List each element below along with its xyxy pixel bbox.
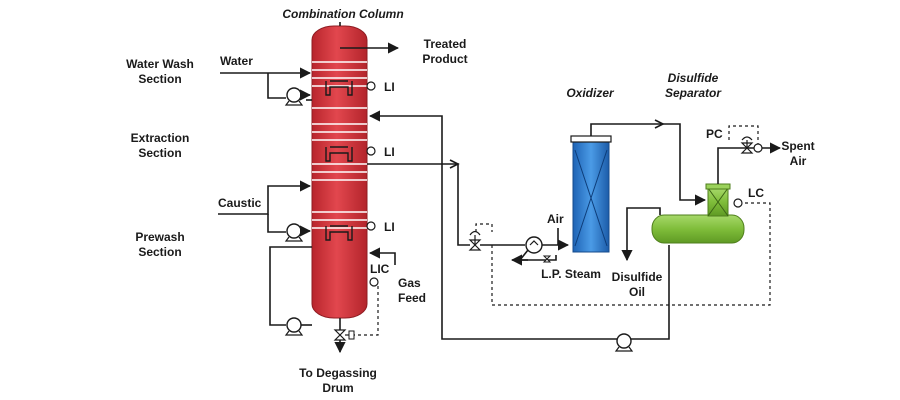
extraction-label-line2: Section — [138, 146, 181, 160]
steam-heater — [525, 236, 543, 254]
level-controller: LC — [733, 186, 764, 208]
level-indicator-bottom: LI — [366, 220, 395, 234]
pressure-control-valve — [740, 136, 763, 154]
bottom-control-valve — [333, 329, 355, 341]
water-wash-label-line1: Water Wash — [126, 57, 194, 71]
svg-text:LC: LC — [748, 186, 764, 200]
combination-column — [311, 25, 368, 319]
pump-caustic — [284, 223, 304, 242]
disulfide-separator — [651, 183, 745, 244]
oxidizer-vessel — [570, 135, 612, 253]
treated-product-label-line1: Treated — [424, 37, 467, 51]
water-label: Water — [220, 54, 253, 68]
level-indicator-mid: LI — [366, 145, 395, 159]
pc-label: PC — [706, 127, 723, 141]
treated-product-label-line2: Product — [422, 52, 467, 66]
degassing-label-line2: Drum — [322, 381, 353, 395]
oxidizer-feed-valve — [468, 230, 482, 251]
level-indicator-controller: LIC — [369, 262, 390, 287]
svg-text:LI: LI — [384, 145, 395, 159]
spent-air-label-line1: Spent — [781, 139, 814, 153]
degassing-label-line1: To Degassing — [299, 366, 377, 380]
spent-air-label-line2: Air — [790, 154, 807, 168]
level-indicator-top: LI — [366, 80, 395, 94]
extraction-label-line1: Extraction — [131, 131, 190, 145]
pump-water-wash — [284, 87, 304, 106]
caustic-label: Caustic — [218, 196, 262, 210]
lp-steam-label: L.P. Steam — [541, 267, 601, 281]
air-label: Air — [547, 212, 564, 226]
separator-title-line1: Disulfide — [668, 71, 719, 85]
steam-valve — [542, 255, 552, 263]
pump-return — [614, 333, 634, 352]
prewash-label-line1: Prewash — [135, 230, 184, 244]
separator-title-line2: Separator — [665, 86, 722, 100]
svg-text:LIC: LIC — [370, 262, 390, 276]
svg-text:LI: LI — [384, 220, 395, 234]
water-wash-label-line2: Section — [138, 72, 181, 86]
oxidizer-title: Oxidizer — [566, 86, 615, 100]
column-title: Combination Column — [282, 7, 403, 21]
disulfide-oil-label-line1: Disulfide — [612, 270, 663, 284]
svg-text:LI: LI — [384, 80, 395, 94]
gas-feed-label-line1: Gas — [398, 276, 421, 290]
disulfide-oil-label-line2: Oil — [629, 285, 645, 299]
prewash-label-line2: Section — [138, 245, 181, 259]
pump-prewash — [284, 317, 304, 336]
gas-feed-label-line2: Feed — [398, 291, 426, 305]
